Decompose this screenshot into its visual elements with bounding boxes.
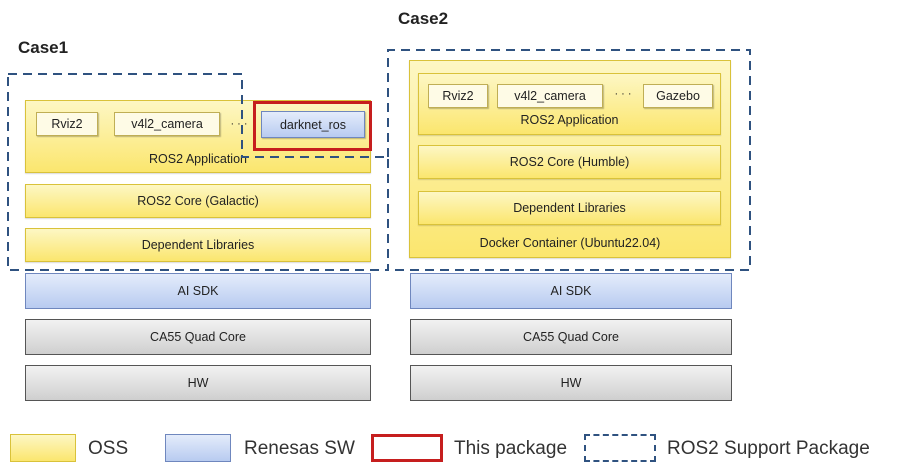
case1-app-rviz2: Rviz2 xyxy=(36,112,98,136)
case1-app-darknet-ros: darknet_ros xyxy=(261,111,365,138)
case1-ai-sdk: AI SDK xyxy=(25,273,371,309)
legend-oss-swatch xyxy=(10,434,76,462)
case1-ros2-core: ROS2 Core (Galactic) xyxy=(25,184,371,218)
case2-app-gazebo: Gazebo xyxy=(643,84,713,108)
case2-ellipsis: · · · xyxy=(614,88,632,100)
legend-this-package-label: This package xyxy=(454,438,568,459)
case2-ca55-quad-core: CA55 Quad Core xyxy=(410,319,732,355)
case2-app-v4l2-camera: v4l2_camera xyxy=(497,84,603,108)
case2-ros2-application-label: ROS2 Application xyxy=(520,113,619,127)
legend-support-package-swatch xyxy=(584,434,656,462)
case2-ros2-core: ROS2 Core (Humble) xyxy=(418,145,721,179)
case2-title: Case2 xyxy=(398,9,449,28)
case2-support-package-outline xyxy=(387,49,751,271)
this-package-highlight xyxy=(253,101,372,151)
case1-support-package-outline xyxy=(7,73,389,271)
legend-support-package-label: ROS2 Support Package xyxy=(667,438,870,459)
case1-dependent-libraries: Dependent Libraries xyxy=(25,228,371,262)
case1-title: Case1 xyxy=(18,38,69,57)
case2-app-rviz2: Rviz2 xyxy=(428,84,488,108)
case1-hw: HW xyxy=(25,365,371,401)
case1-ca55-quad-core: CA55 Quad Core xyxy=(25,319,371,355)
case1-app-v4l2-camera: v4l2_camera xyxy=(114,112,220,136)
case1-ellipsis: · · · xyxy=(230,118,248,130)
legend-oss-label: OSS xyxy=(88,438,129,459)
case2-ai-sdk: AI SDK xyxy=(410,273,732,309)
case2-docker-container-label: Docker Container (Ubuntu22.04) xyxy=(479,236,661,250)
legend-renesas-label: Renesas SW xyxy=(244,438,355,459)
case2-hw: HW xyxy=(410,365,732,401)
legend-renesas-swatch xyxy=(165,434,231,462)
legend-this-package-swatch xyxy=(371,434,443,462)
case2-dependent-libraries: Dependent Libraries xyxy=(418,191,721,225)
case1-ros2-application-label: ROS2 Application xyxy=(149,152,247,166)
